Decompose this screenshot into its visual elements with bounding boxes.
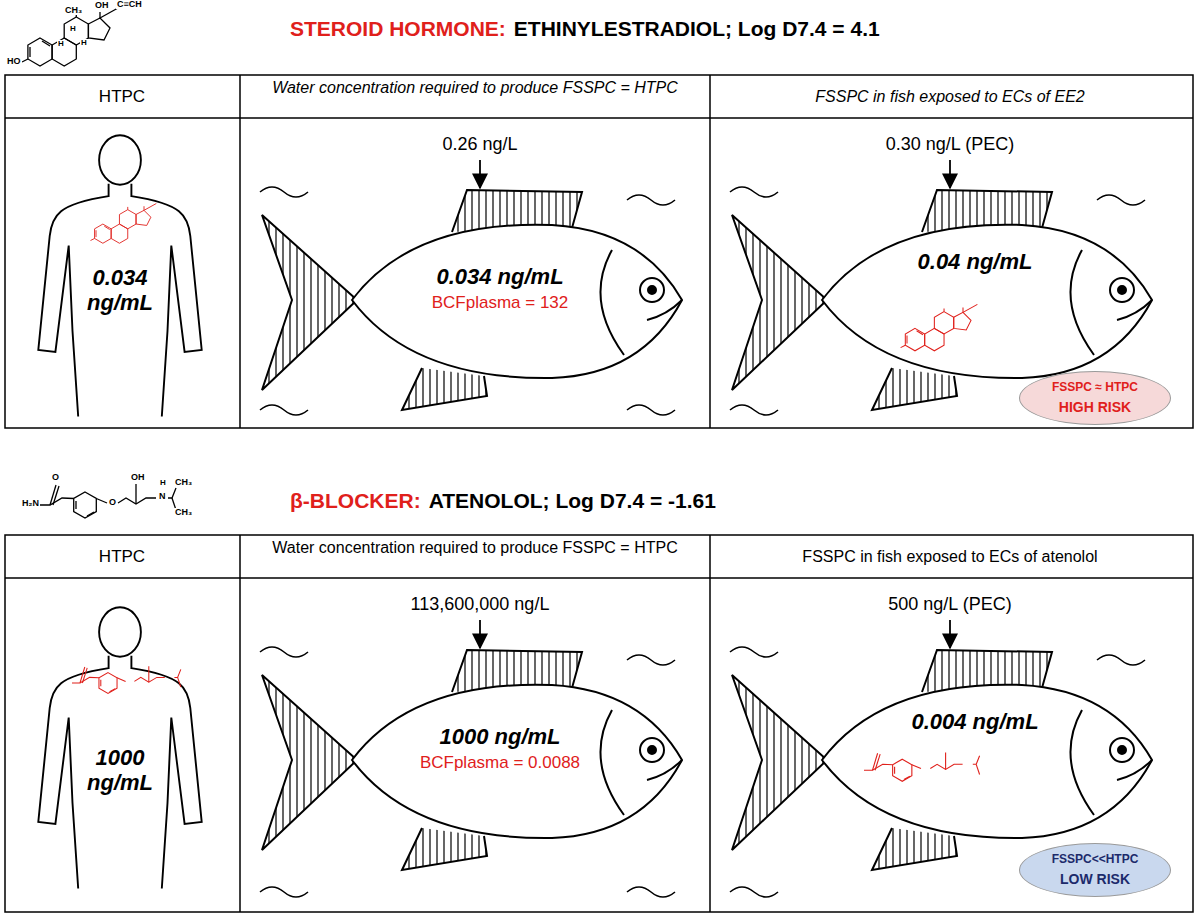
atom-label: H [57, 40, 65, 48]
node-text: 0.034 ng/mL [61, 265, 179, 316]
node-text: HIGH RISK [1059, 399, 1131, 415]
node-text: 0.04 ng/mL [918, 249, 1033, 274]
concentration-box: 0.004 ng/mL [875, 702, 1075, 742]
text-label: 500 ng/L (PEC) [888, 594, 1011, 616]
atom-label: OH [94, 1, 110, 10]
atom-label: HO [6, 57, 22, 66]
atom-label: CH₃ [174, 508, 193, 517]
human-figure [38, 607, 201, 888]
atom-label: H [159, 479, 167, 487]
text-label: 0.30 ng/L (PEC) [886, 134, 1014, 156]
text-label: Water concentration required to produce … [255, 78, 695, 97]
atenolol-structure [40, 484, 176, 518]
human-figure [38, 135, 201, 416]
text-label: 0.26 ng/L [442, 134, 517, 156]
text-label: 113,600,000 ng/L [411, 594, 550, 616]
atom-label: OH [130, 473, 146, 482]
atom-label: C≡CH [116, 0, 143, 9]
atom-label: CH₃ [174, 478, 193, 487]
atom-label: H₂N [21, 499, 40, 508]
node-text: 1000 ng/mL [61, 745, 179, 796]
fish-figure [732, 650, 1152, 870]
node-text: 0.004 ng/mL [911, 709, 1038, 734]
red-molecules [72, 203, 980, 781]
ethinylestradiol-structure [22, 8, 118, 66]
fish-figure [262, 190, 682, 410]
table-grid [5, 75, 1193, 912]
node-text: BCFplasma = 132 [432, 293, 569, 313]
node-text: 1000 ng/mL [439, 724, 560, 749]
risk-oval: FSSPC<<HTPC LOW RISK [1019, 843, 1171, 897]
text-label: FSSPC in fish exposed to ECs of atenolol [802, 547, 1097, 566]
node-text: 0.034 ng/mL [436, 264, 563, 289]
text-label: HTPC [99, 547, 145, 567]
atom-label: O [51, 473, 60, 482]
concentration-box: 1000 ng/mL BCFplasma = 0.0088 [375, 703, 625, 793]
node-text: FSSPC<<HTPC [1052, 853, 1139, 867]
text-label: ETHINYLESTRADIOL; Log D7.4 = 4.1 [514, 16, 880, 41]
concentration-box: 0.034 ng/mL [61, 255, 179, 325]
atom-label: O [108, 498, 117, 507]
atom-label: N [158, 492, 167, 501]
risk-oval: FSSPC ≈ HTPC HIGH RISK [1019, 371, 1171, 425]
node-text: LOW RISK [1060, 871, 1130, 887]
fish-figure [262, 650, 682, 870]
text-label: β-BLOCKER: [290, 488, 421, 513]
concentration-box: 0.04 ng/mL [875, 242, 1075, 282]
atom-label: H [80, 39, 88, 47]
dose-arrows [480, 160, 950, 648]
concentration-box: 0.034 ng/mL BCFplasma = 132 [375, 243, 625, 333]
text-label: FSSPC in fish exposed to ECs of EE2 [815, 87, 1084, 106]
text-label: HTPC [99, 87, 145, 107]
concentration-box: 1000 ng/mL [61, 735, 179, 805]
atom-label: H [69, 25, 77, 33]
node-text: BCFplasma = 0.0088 [420, 753, 580, 773]
text-label: ATENOLOL; Log D7.4 = -1.61 [429, 488, 716, 513]
atom-label: CH₃ [64, 6, 83, 15]
text-label: STEROID HORMONE: [290, 16, 506, 41]
text-label: Water concentration required to produce … [255, 538, 695, 557]
node-text: FSSPC ≈ HTPC [1052, 381, 1138, 395]
